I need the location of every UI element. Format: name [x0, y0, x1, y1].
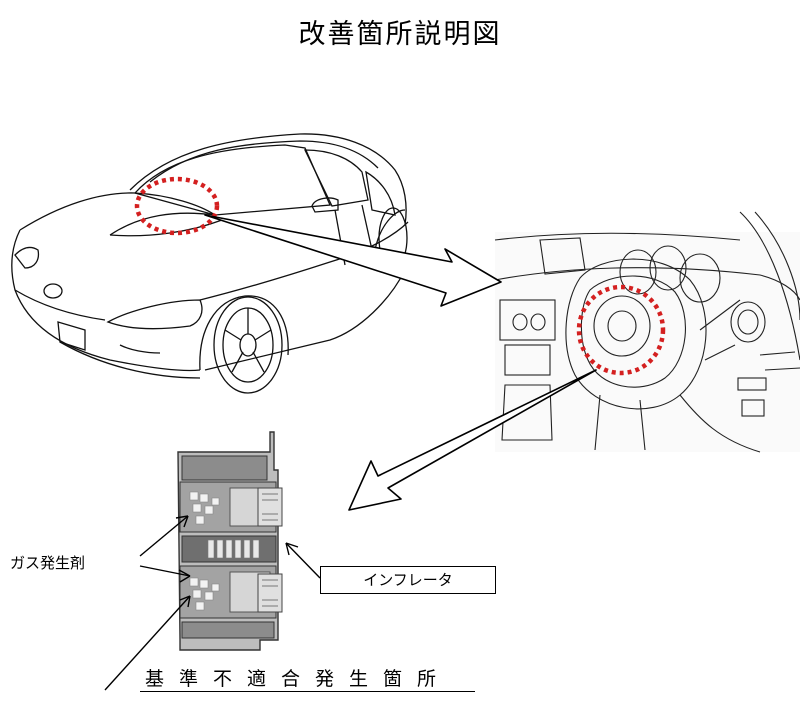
inflator-cross-section — [177, 431, 283, 651]
inflator-label: インフレータ — [363, 571, 453, 589]
inflator-label-box: インフレータ — [320, 566, 496, 594]
callout-arrow-car-to-dash — [204, 214, 502, 307]
leader-lines — [104, 515, 321, 691]
callout-arrow-dash-to-inflator — [348, 369, 597, 511]
defect-location-label: 基準不適合発生箇所 — [145, 668, 452, 690]
page-title: 改善箇所説明図 — [298, 19, 502, 50]
airbag-highlight-ring — [576, 284, 666, 376]
defect-underline — [140, 691, 475, 692]
gas-generant-label: ガス発生剤 — [10, 554, 86, 572]
dashboard-illustration — [494, 211, 800, 453]
windshield-highlight-ring — [134, 176, 220, 236]
car-illustration — [11, 133, 409, 394]
